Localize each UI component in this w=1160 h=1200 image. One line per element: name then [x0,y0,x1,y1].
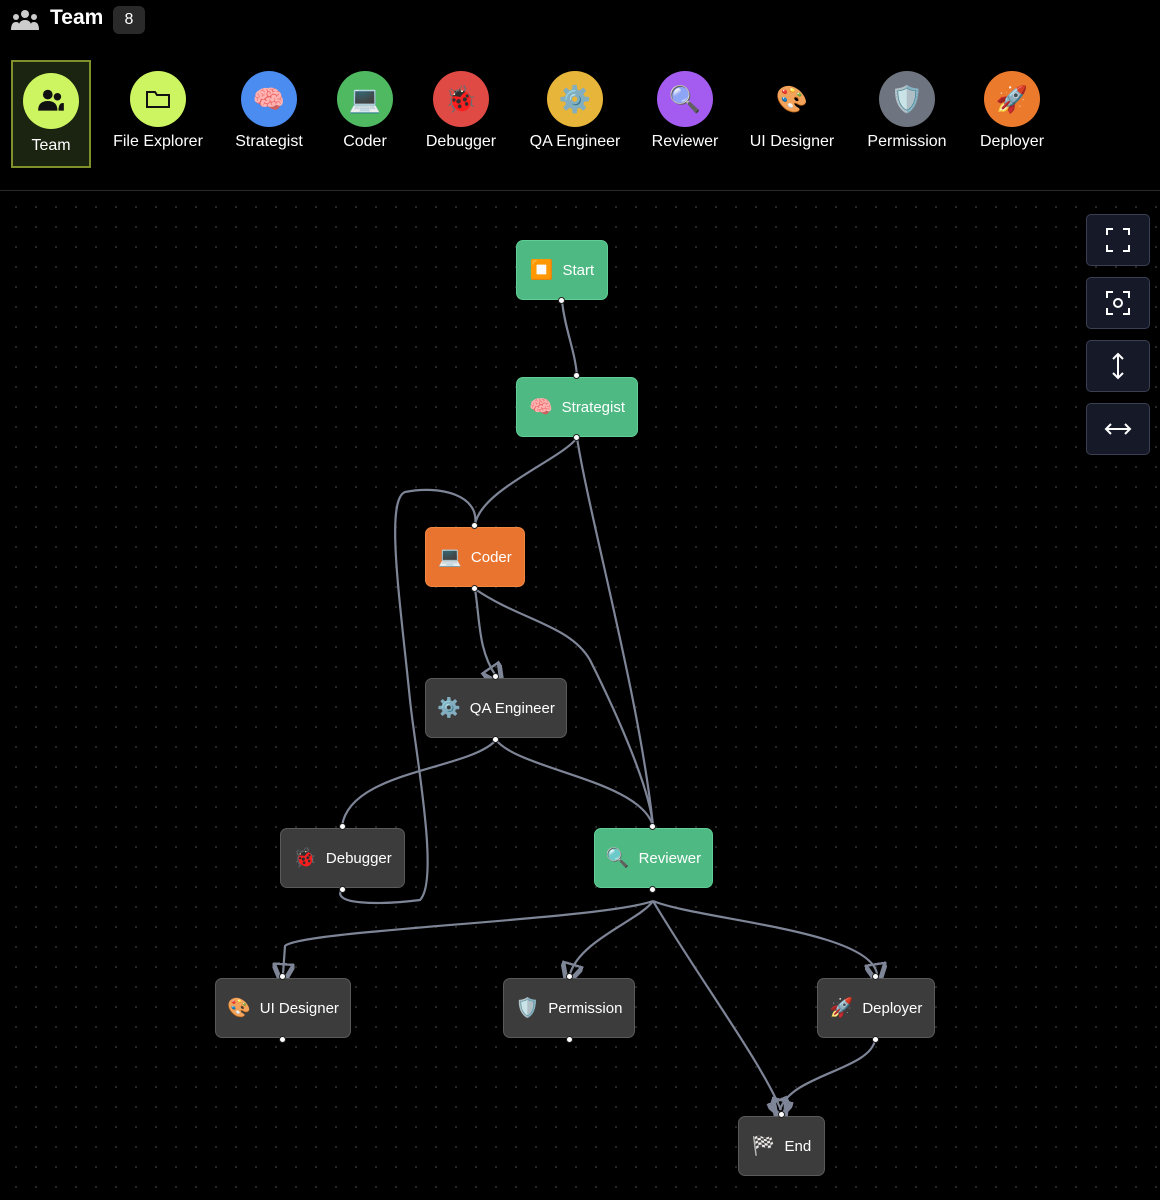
magnifier-icon: 🔍 [605,847,630,869]
agent-reviewer[interactable]: 🔍 Reviewer [630,58,740,168]
handle-uidesigner-in[interactable] [279,973,286,980]
node-ui-designer[interactable]: 🎨 UI Designer [215,978,351,1038]
laptop-icon: 💻 [337,71,393,127]
fit-horizontal-button[interactable] [1086,403,1150,455]
canvas-controls [1086,214,1150,466]
agent-label: Reviewer [651,133,719,150]
node-qa-engineer[interactable]: ⚙️ QA Engineer [425,678,567,738]
node-label: Start [562,261,595,279]
agent-permission[interactable]: 🛡️ Permission [852,58,962,168]
node-label: Coder [470,548,512,566]
agent-qa-engineer[interactable]: ⚙️ QA Engineer [520,58,630,168]
fullscreen-icon [1106,228,1130,252]
handle-start-out[interactable] [558,297,565,304]
agent-label: UI Designer [749,133,835,150]
handle-debugger-in[interactable] [339,823,346,830]
shield-icon: 🛡️ [515,997,540,1019]
agent-file-explorer[interactable]: File Explorer [103,58,213,168]
stop-button-icon: ⏹️ [529,259,554,281]
fit-vertical-icon [1112,352,1124,380]
team-icon [11,10,39,30]
fit-vertical-button[interactable] [1086,340,1150,392]
divider [0,190,1160,191]
fullscreen-button[interactable] [1086,214,1150,266]
palette-icon: 🎨 [764,71,820,127]
focus-icon [1106,291,1130,315]
handle-qa-in[interactable] [492,673,499,680]
node-label: Permission [548,999,623,1017]
handle-qa-out[interactable] [492,736,499,743]
handle-end-in[interactable] [778,1111,785,1118]
rocket-icon: 🚀 [984,71,1040,127]
node-label: QA Engineer [469,699,555,717]
agent-deployer[interactable]: 🚀 Deployer [957,58,1067,168]
node-start[interactable]: ⏹️ Start [516,240,608,300]
brain-icon: 🧠 [241,71,297,127]
gear-icon: ⚙️ [437,697,461,719]
brain-icon: 🧠 [528,396,553,418]
handle-reviewer-in[interactable] [649,823,656,830]
agent-label: Permission [867,133,947,150]
agent-label: Coder [343,133,387,150]
handle-reviewer-out[interactable] [649,886,656,893]
team-icon [23,73,79,129]
node-label: Deployer [862,999,923,1017]
agent-coder[interactable]: 💻 Coder [310,58,420,168]
handle-permission-out[interactable] [566,1036,573,1043]
checkered-flag-icon: 🏁 [751,1135,776,1157]
shield-icon: 🛡️ [879,71,935,127]
agent-label: Strategist [235,133,303,150]
handle-debugger-out[interactable] [339,886,346,893]
node-debugger[interactable]: 🐞 Debugger [280,828,405,888]
node-label: Reviewer [638,849,702,867]
node-strategist[interactable]: 🧠 Strategist [516,377,638,437]
fit-horizontal-icon [1104,423,1132,435]
node-end[interactable]: 🏁 End [738,1116,825,1176]
laptop-icon: 💻 [438,546,462,568]
agent-label: File Explorer [113,133,203,150]
handle-deployer-out[interactable] [872,1036,879,1043]
handle-strategist-in[interactable] [573,372,580,379]
agent-ui-designer[interactable]: 🎨 UI Designer [737,58,847,168]
agent-label: Team [31,137,71,154]
agent-label: QA Engineer [529,133,621,150]
handle-strategist-out[interactable] [573,434,580,441]
node-reviewer[interactable]: 🔍 Reviewer [594,828,713,888]
node-deployer[interactable]: 🚀 Deployer [817,978,935,1038]
node-label: End [784,1137,812,1155]
ladybug-icon: 🐞 [433,71,489,127]
handle-coder-out[interactable] [471,585,478,592]
handle-uidesigner-out[interactable] [279,1036,286,1043]
handle-deployer-in[interactable] [872,973,879,980]
gear-icon: ⚙️ [547,71,603,127]
node-label: Strategist [561,398,626,416]
folder-icon [130,71,186,127]
handle-coder-in[interactable] [471,522,478,529]
handle-permission-in[interactable] [566,973,573,980]
agent-label: Deployer [979,133,1045,150]
agent-strategist[interactable]: 🧠 Strategist [214,58,324,168]
focus-button[interactable] [1086,277,1150,329]
agent-toolbar: Team File Explorer 🧠 Strategist 💻 Coder … [0,58,1160,170]
node-permission[interactable]: 🛡️ Permission [503,978,635,1038]
page-title: Team [50,6,104,29]
flow-canvas[interactable] [0,191,1160,1200]
rocket-icon: 🚀 [829,997,854,1019]
header: Team 8 [0,0,1160,40]
node-coder[interactable]: 💻 Coder [425,527,525,587]
agent-team[interactable]: Team [11,60,91,168]
palette-icon: 🎨 [227,997,251,1019]
magnifier-icon: 🔍 [657,71,713,127]
ladybug-icon: 🐞 [293,847,317,869]
node-label: Debugger [325,849,392,867]
member-count-badge: 8 [113,6,145,34]
agent-debugger[interactable]: 🐞 Debugger [406,58,516,168]
agent-label: Debugger [425,133,497,150]
node-label: UI Designer [259,999,339,1017]
